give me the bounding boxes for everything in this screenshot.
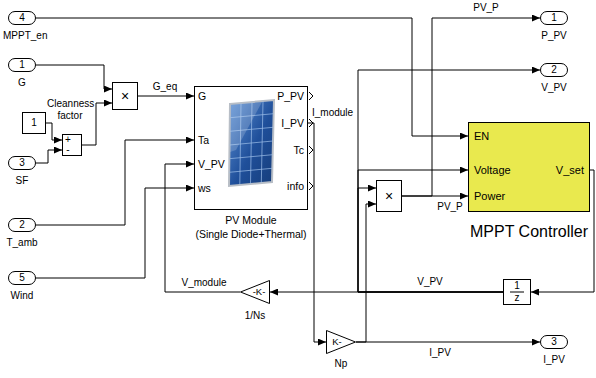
gain-triangle [241, 281, 270, 304]
subsystem-block: GTaV_PVwsP_PVI_PVTcinfoPV Module(Single … [194, 86, 308, 210]
gain-block: -K-1/Ns [240, 280, 270, 304]
operator-symbol: × [121, 88, 129, 104]
operator-symbol: × [385, 188, 393, 204]
gain-block: K-Np [326, 330, 356, 354]
port-number: 3 [551, 336, 557, 348]
port-oval [9, 59, 36, 72]
panel-frame [229, 100, 274, 186]
sum-block: +- [62, 134, 82, 156]
signal-line [138, 96, 194, 97]
denominator: z [515, 292, 520, 304]
port-oval [541, 64, 568, 77]
signal-line [402, 196, 468, 197]
signal-line [36, 150, 62, 163]
numerator: 1 [514, 280, 520, 292]
signal-line [46, 123, 62, 140]
signal-name: V_module [180, 277, 227, 289]
signal-name: PV_P [436, 201, 464, 213]
port-label: Power [474, 190, 505, 203]
unit-delay-block: 1z [503, 279, 531, 305]
port-label: EN [474, 130, 489, 143]
port-name: I_PV [543, 354, 565, 366]
port-number: 2 [19, 219, 25, 231]
port-number: 4 [19, 12, 25, 24]
outport-block: 1P_PV [540, 11, 568, 25]
panel-grid [229, 101, 274, 185]
constant-block: 1 [22, 112, 46, 134]
port-oval [541, 336, 568, 349]
signal-name: I_PV [428, 347, 452, 359]
inport-block: 1G [8, 58, 36, 72]
port-number: 1 [19, 59, 25, 71]
port-label: G [198, 90, 206, 102]
signal-name: V_PV [416, 276, 444, 288]
sign: - [66, 144, 69, 156]
port-oval [9, 157, 36, 170]
solar-panel-picture [229, 100, 274, 186]
signal-name: G_eq [152, 81, 178, 93]
signal-line [36, 188, 194, 278]
port-number: 2 [551, 64, 557, 76]
inport-block: 4MPPT_en [8, 11, 36, 25]
controller-block: ENVoltagePowerV_setMPPT Controller [468, 122, 590, 212]
port-name: MPPT_en [3, 30, 47, 42]
outport-block: 3I_PV [540, 335, 568, 349]
port-name: G [18, 77, 26, 89]
block-name: MPPT Controller [470, 223, 588, 241]
panel-highlight [230, 102, 262, 152]
port-label: Voltage [474, 164, 511, 177]
signal-name: I_module [311, 107, 354, 119]
port-name: T_amb [6, 237, 37, 249]
port-number: 5 [19, 272, 25, 284]
port-label: ws [198, 182, 211, 194]
port-label: Tc [294, 144, 305, 156]
port-label: V_set [556, 164, 584, 177]
signal-line [356, 342, 540, 343]
block-caption: (Single Diode+Thermal) [195, 228, 306, 240]
port-name: V_PV [541, 82, 567, 94]
signal-line [36, 140, 194, 225]
block-name: Np [335, 358, 348, 370]
port-label: Ta [198, 134, 209, 146]
product-block: × [376, 180, 402, 212]
port-label: P_PV [277, 90, 304, 102]
port-oval [9, 272, 36, 285]
outport-block: 2V_PV [540, 63, 568, 77]
port-oval [9, 219, 36, 232]
product-block: × [112, 82, 138, 110]
gain-value: -K- [253, 287, 266, 298]
inport-block: 5Wind [8, 271, 36, 285]
port-name: P_PV [541, 30, 567, 42]
port-oval [9, 12, 36, 25]
port-number: 3 [19, 157, 25, 169]
port-name: Wind [11, 290, 34, 302]
inport-block: 2T_amb [8, 218, 36, 232]
port-number: 1 [551, 12, 557, 24]
gain-value: K- [332, 337, 342, 348]
signal-name: PV_P [472, 2, 500, 14]
port-label: I_PV [281, 117, 304, 129]
signal-line [308, 123, 326, 342]
signal-line [36, 65, 112, 89]
port-label: V_PV [198, 158, 225, 170]
inport-block: 3SF [8, 156, 36, 170]
port-oval [541, 12, 568, 25]
port-label: info [287, 180, 304, 192]
signal-name: Cleanness factor [46, 98, 94, 122]
constant-value: 1 [31, 117, 37, 129]
signal-line [356, 204, 376, 342]
gain-triangle [327, 331, 356, 354]
block-name: 1/Ns [245, 310, 266, 322]
block-name: PV Module [225, 214, 276, 226]
port-name: SF [16, 175, 29, 187]
sign: + [65, 134, 71, 146]
